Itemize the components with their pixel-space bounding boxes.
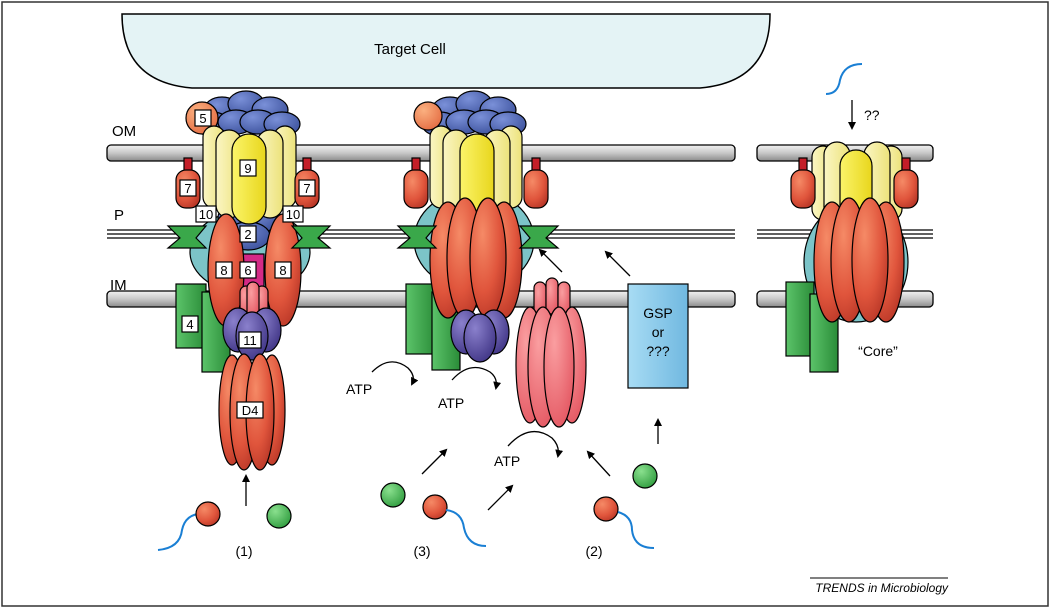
route-1-label: (1) [235, 543, 252, 559]
direction-arrows [242, 248, 662, 511]
component-11-atpase [222, 307, 282, 361]
target-cell [121, 13, 771, 89]
core-complex [785, 141, 919, 373]
atp-label-1: ATP [346, 381, 372, 397]
component-D4-label: D4 [242, 403, 259, 418]
p-anchor-left [166, 225, 208, 249]
complex-1: 5 9 7 7 10 10 2 8 6 8 4 11 D4 [166, 90, 332, 471]
component-11-label: 11 [243, 333, 257, 348]
p-anchor-right-2 [518, 225, 560, 249]
incoming-effector-top [825, 63, 863, 95]
atp-cycles [371, 361, 564, 458]
component-10-left-label: 10 [199, 207, 213, 222]
credit-text: TRENDS in Microbiology [815, 581, 949, 595]
atp-label-2: ATP [438, 395, 464, 411]
gsp-line-1: GSP [643, 305, 673, 321]
om-label: OM [112, 123, 136, 140]
im-label: IM [110, 277, 127, 294]
component-4-label: 4 [186, 317, 193, 332]
component-8-left-label: 8 [220, 263, 227, 278]
pink-pilus-base [239, 281, 269, 319]
p-label: P [114, 207, 124, 224]
unknown-label: ?? [864, 107, 880, 123]
gsp-box [627, 283, 689, 389]
component-6-label: 6 [244, 263, 251, 278]
atp-label-3: ATP [494, 453, 520, 469]
target-cell-label: Target Cell [374, 41, 446, 58]
purple-atpase-2 [450, 309, 510, 363]
orange-pilot-ball-2 [413, 101, 443, 131]
route-3-label: (3) [413, 543, 430, 559]
p-anchor-left-2 [396, 225, 438, 249]
component-2-label: 2 [244, 227, 251, 242]
gsp-line-2: or [652, 324, 665, 340]
complex-2 [396, 90, 560, 371]
component-7-right-label: 7 [303, 181, 310, 196]
route-2-label: (2) [585, 543, 602, 559]
gsp-line-3: ??? [646, 343, 670, 359]
yellow-secretin-2 [429, 125, 523, 227]
route-2-substrates [593, 463, 658, 549]
component-9-label: 9 [244, 161, 251, 176]
red-7-left-2 [403, 157, 429, 209]
p-anchor-right [290, 225, 332, 249]
route-3-substrates [380, 482, 487, 547]
red-7-right-2 [523, 157, 549, 209]
component-5-label: 5 [199, 111, 206, 126]
red-8-cluster-2 [429, 197, 523, 319]
core-label: “Core” [858, 343, 898, 359]
component-10-right-label: 10 [286, 207, 300, 222]
component-7-left-label: 7 [184, 181, 191, 196]
pink-pilus-cluster [515, 277, 587, 428]
route-1-substrates [157, 501, 292, 551]
component-8-right-label: 8 [279, 263, 286, 278]
